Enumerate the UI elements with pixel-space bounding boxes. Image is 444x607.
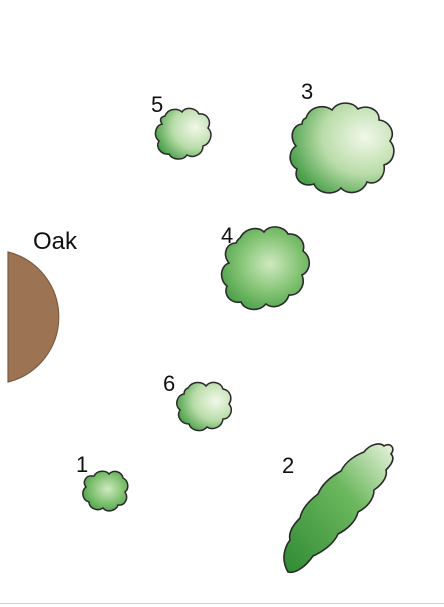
shrub-2 xyxy=(283,443,394,574)
bottom-divider xyxy=(0,603,444,604)
plant-4-number: 4 xyxy=(221,223,233,248)
oak-label: Oak xyxy=(33,228,78,255)
shrub-3 xyxy=(289,102,395,194)
shrub-1 xyxy=(82,470,129,512)
plant-3-number: 3 xyxy=(301,79,313,104)
shrub-6 xyxy=(176,381,232,432)
plant-5-number: 5 xyxy=(151,92,163,117)
plant-6-number: 6 xyxy=(163,371,175,396)
oak-trunk xyxy=(7,251,60,383)
shrub-5 xyxy=(154,107,212,160)
plant-1-number: 1 xyxy=(76,452,88,477)
plant-2-number: 2 xyxy=(282,453,294,478)
shrub-4 xyxy=(220,226,311,311)
